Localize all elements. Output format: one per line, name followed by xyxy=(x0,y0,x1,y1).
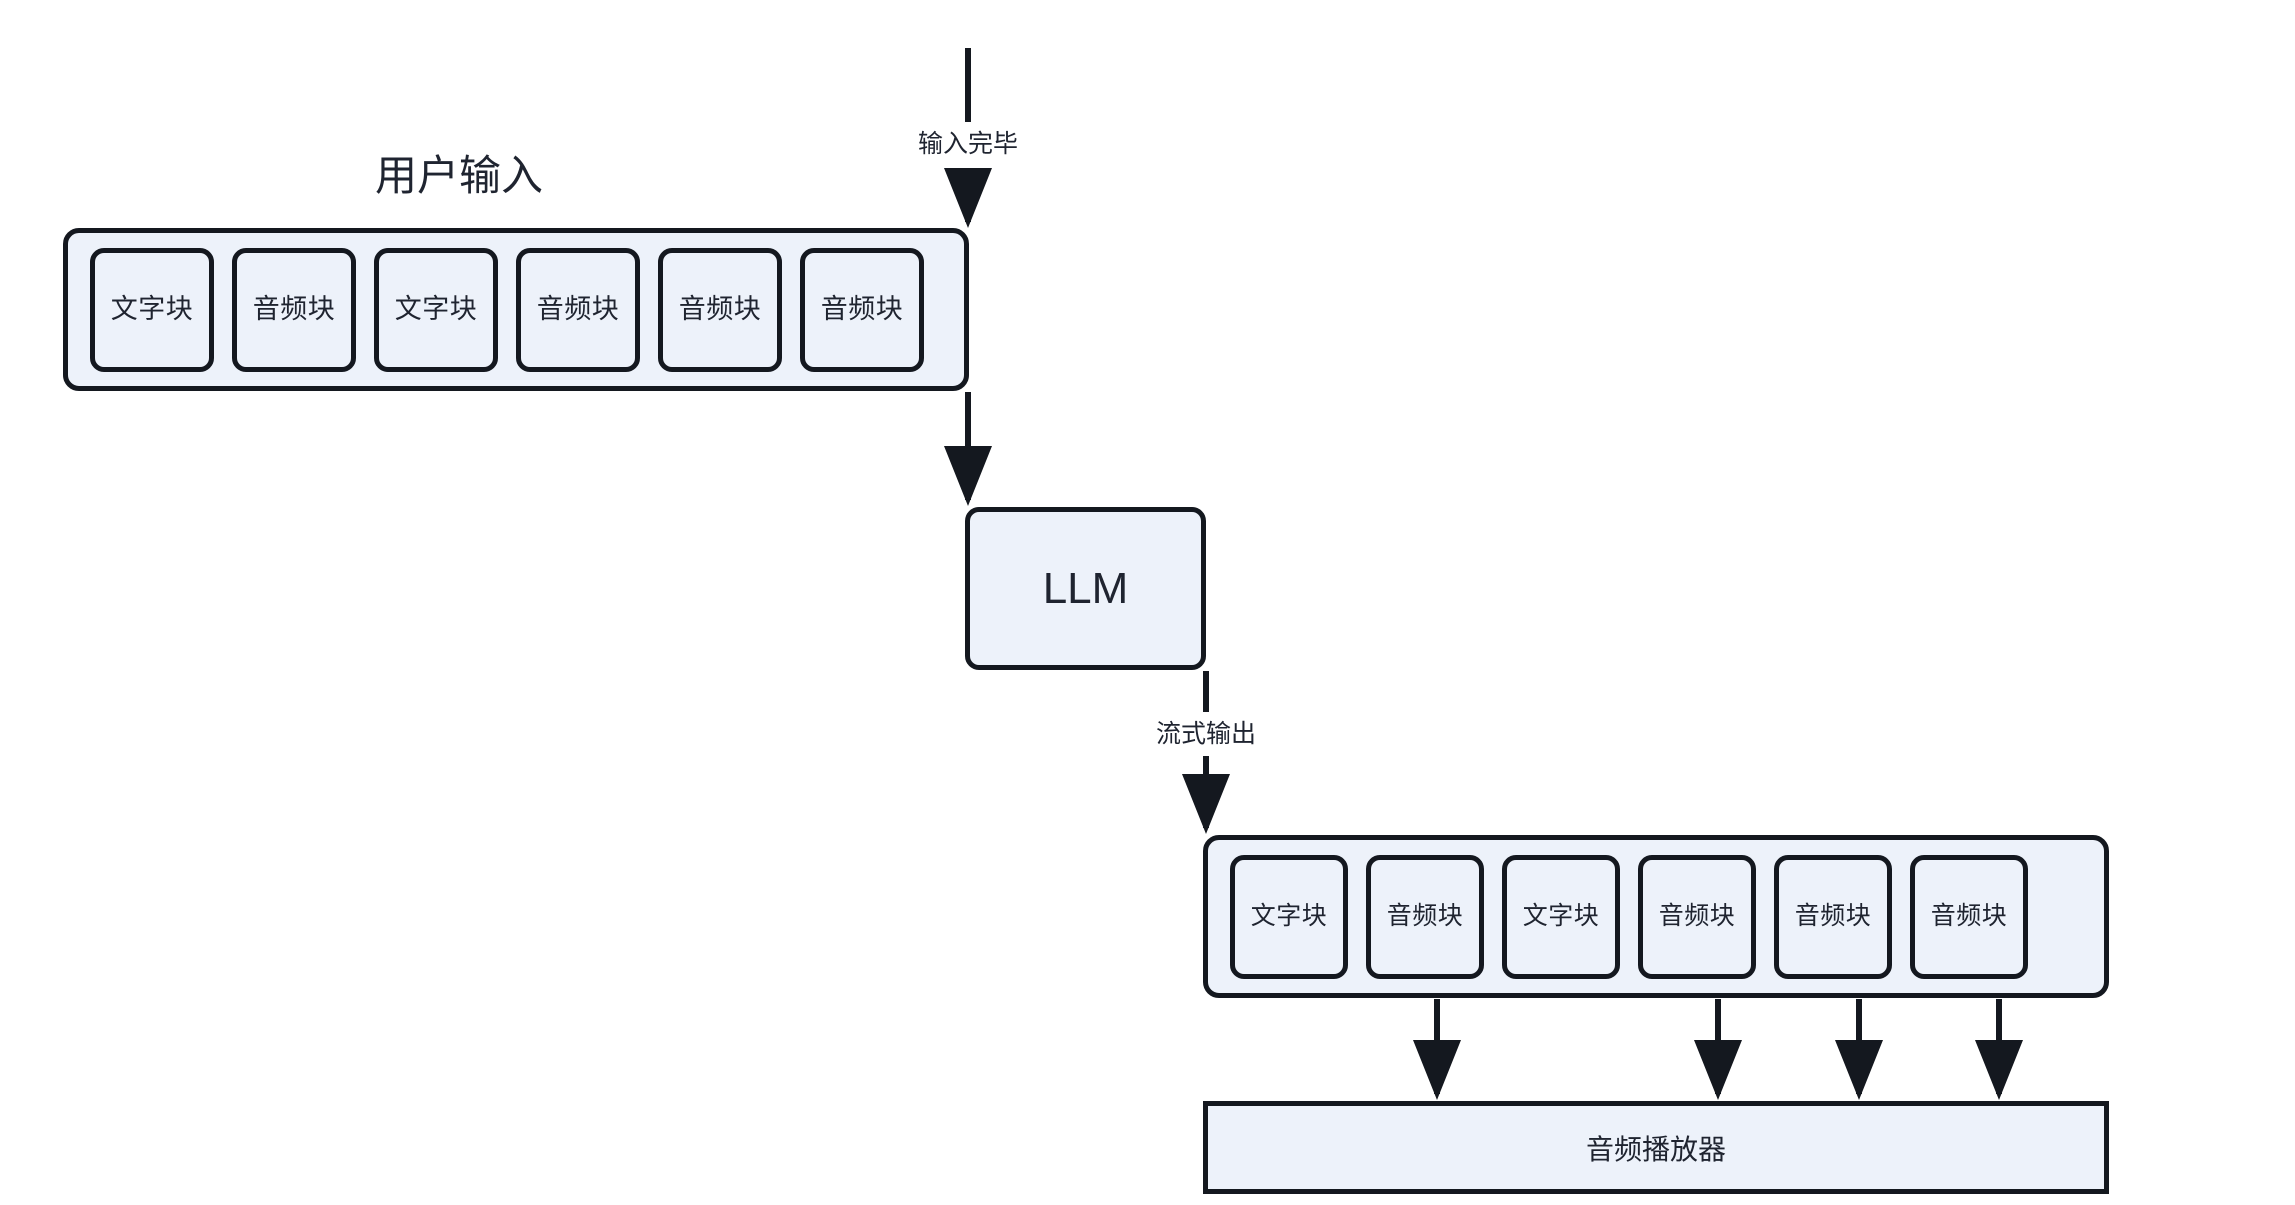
input-chunk-6[interactable]: 音频块 xyxy=(800,247,924,372)
input-chunk-5[interactable]: 音频块 xyxy=(658,247,782,372)
output-chunk-5[interactable]: 音频块 xyxy=(1774,854,1892,979)
output-chunk-1[interactable]: 文字块 xyxy=(1230,854,1348,979)
output-chunk-4[interactable]: 音频块 xyxy=(1638,854,1756,979)
output-chunk-3[interactable]: 文字块 xyxy=(1502,854,1620,979)
input-chunk-4[interactable]: 音频块 xyxy=(516,247,640,372)
input-group-title: 用户输入 xyxy=(375,152,544,199)
input-chunk-3[interactable]: 文字块 xyxy=(374,247,498,372)
output-chunk-6[interactable]: 音频块 xyxy=(1910,854,2028,979)
output-group: 文字块 音频块 文字块 音频块 音频块 音频块 xyxy=(1203,835,2109,998)
input-chunk-2[interactable]: 音频块 xyxy=(232,247,356,372)
llm-node[interactable]: LLM xyxy=(965,507,1206,670)
audio-player-node[interactable]: 音频播放器 xyxy=(1203,1101,2109,1194)
edge-label-input-done: 输入完毕 xyxy=(911,130,1025,159)
input-chunk-1[interactable]: 文字块 xyxy=(90,247,214,372)
input-group: 文字块 音频块 文字块 音频块 音频块 音频块 xyxy=(63,228,969,391)
edge-label-stream-output: 流式输出 xyxy=(1149,720,1263,749)
output-chunk-2[interactable]: 音频块 xyxy=(1366,854,1484,979)
